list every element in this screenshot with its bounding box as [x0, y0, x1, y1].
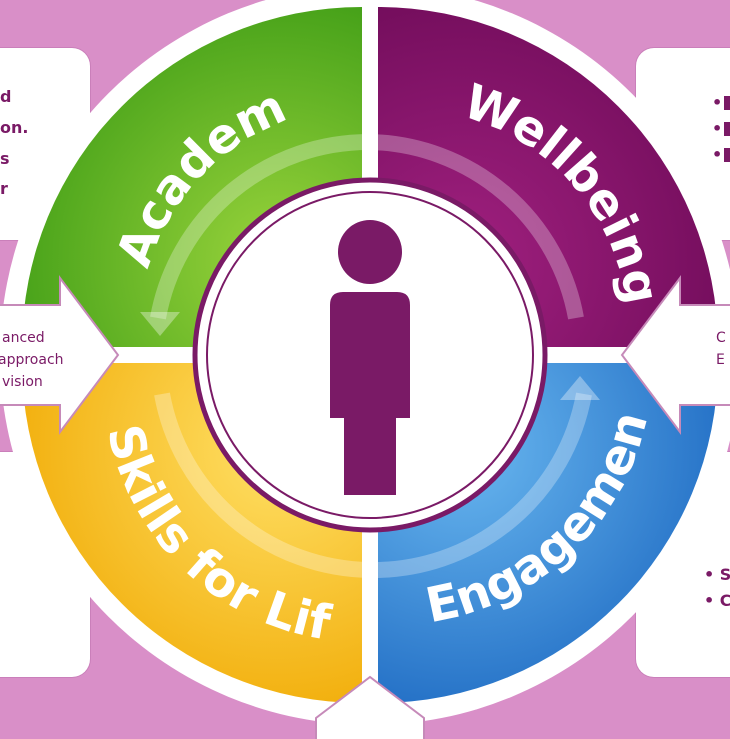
svg-text:anced: anced	[2, 330, 45, 346]
svg-text:approach: approach	[0, 352, 64, 368]
person-icon	[330, 220, 410, 495]
svg-text:E: E	[716, 352, 725, 368]
svg-text:s: s	[0, 149, 10, 168]
svg-text:• S: • S	[704, 565, 730, 584]
bottom-arrow	[315, 675, 425, 739]
left-arrow: anced approach vision	[0, 275, 120, 435]
right-arrow: C E	[620, 275, 730, 435]
bottom-right-card-text: • S • C	[704, 565, 730, 610]
top-left-card-text: d on. s r	[0, 87, 28, 198]
svg-text:•: •	[712, 119, 722, 138]
cycle-arrows	[150, 133, 592, 579]
svg-text:vision: vision	[2, 374, 43, 390]
svg-text:•: •	[712, 93, 722, 112]
svg-text:d: d	[0, 87, 11, 106]
svg-text:C: C	[716, 330, 726, 346]
svg-text:•: •	[712, 145, 722, 164]
top-right-card-text: • • •	[712, 93, 730, 164]
svg-text:• C: • C	[704, 591, 730, 610]
arrow-heads	[140, 312, 600, 400]
svg-text:on.: on.	[0, 118, 28, 137]
svg-text:r: r	[0, 179, 8, 198]
